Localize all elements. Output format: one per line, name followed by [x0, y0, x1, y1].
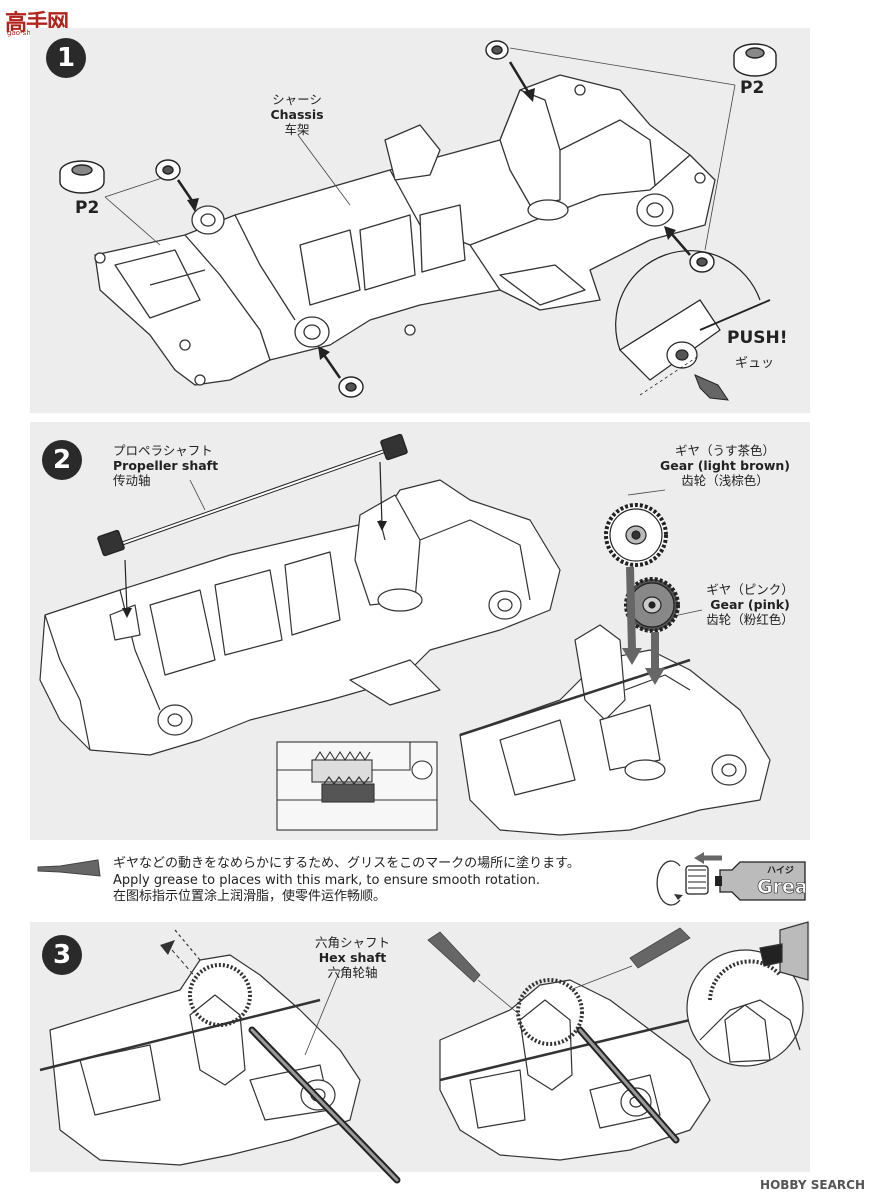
chassis-label: シャーシ Chassis 车架	[262, 92, 332, 137]
chassis-label-en: Chassis	[270, 107, 324, 122]
grease-mark-icon	[37, 859, 101, 877]
grease-tube-illustration	[656, 852, 806, 906]
grease-note-jp: ギヤなどの動きをなめらかにするため、グリスをこのマークの場所に塗ります。	[113, 856, 580, 871]
step-2-number: 2	[42, 440, 82, 480]
gear-pink-label-cn: 齿轮（粉红色）	[706, 612, 794, 627]
watermark: HOBBY SEARCH	[760, 1178, 865, 1192]
step-2-drawing	[39, 433, 771, 836]
step-1-chassis-drawing	[59, 40, 777, 401]
part-p2-right-label: P2	[740, 78, 765, 98]
propeller-shaft-label: プロペラシャフト Propeller shaft 传动轴	[113, 443, 218, 488]
gear-brown-label-en: Gear (light brown)	[660, 458, 791, 473]
propeller-shaft-label-jp: プロペラシャフト	[113, 443, 213, 458]
hex-shaft-label-cn: 六角轮轴	[327, 965, 378, 980]
hex-shaft-label-jp: 六角シャフト	[314, 935, 390, 950]
step-3-number: 3	[42, 935, 82, 975]
grease-note: ギヤなどの動きをなめらかにするため、グリスをこのマークの場所に塗ります。 App…	[113, 856, 653, 906]
hex-shaft-label-en: Hex shaft	[318, 950, 387, 965]
step-1-number: 1	[46, 38, 86, 78]
grease-tube-label: Grea	[757, 876, 805, 898]
grease-note-en: Apply grease to places with this mark, t…	[113, 872, 540, 888]
push-label-en: PUSH!	[727, 328, 788, 348]
hex-shaft-label: 六角シャフト Hex shaft 六角轮轴	[305, 935, 400, 980]
grease-note-cn: 在图标指示位置涂上润滑脂，使零件运作畅顺。	[113, 889, 387, 904]
gear-pink-label: ギヤ（ピンク） Gear (pink) 齿轮（粉红色）	[700, 582, 800, 627]
push-label-jp: ギュッ	[735, 356, 775, 371]
gear-brown-label-jp: ギヤ（うす茶色）	[674, 443, 775, 458]
gear-pink-label-jp: ギヤ（ピンク）	[706, 582, 794, 597]
part-p2-left-label: P2	[75, 198, 100, 218]
propeller-shaft-label-en: Propeller shaft	[113, 458, 219, 473]
chassis-label-jp: シャーシ	[272, 92, 322, 107]
gear-brown-label-cn: 齿轮（浅棕色）	[681, 473, 769, 488]
gear-brown-label: ギヤ（うす茶色） Gear (light brown) 齿轮（浅棕色）	[660, 443, 790, 488]
gear-pink-label-en: Gear (pink)	[710, 597, 790, 612]
grease-tube-label-jp: ハイジ	[767, 866, 794, 876]
chassis-label-cn: 车架	[284, 122, 310, 137]
propeller-shaft-label-cn: 传动轴	[113, 473, 151, 488]
